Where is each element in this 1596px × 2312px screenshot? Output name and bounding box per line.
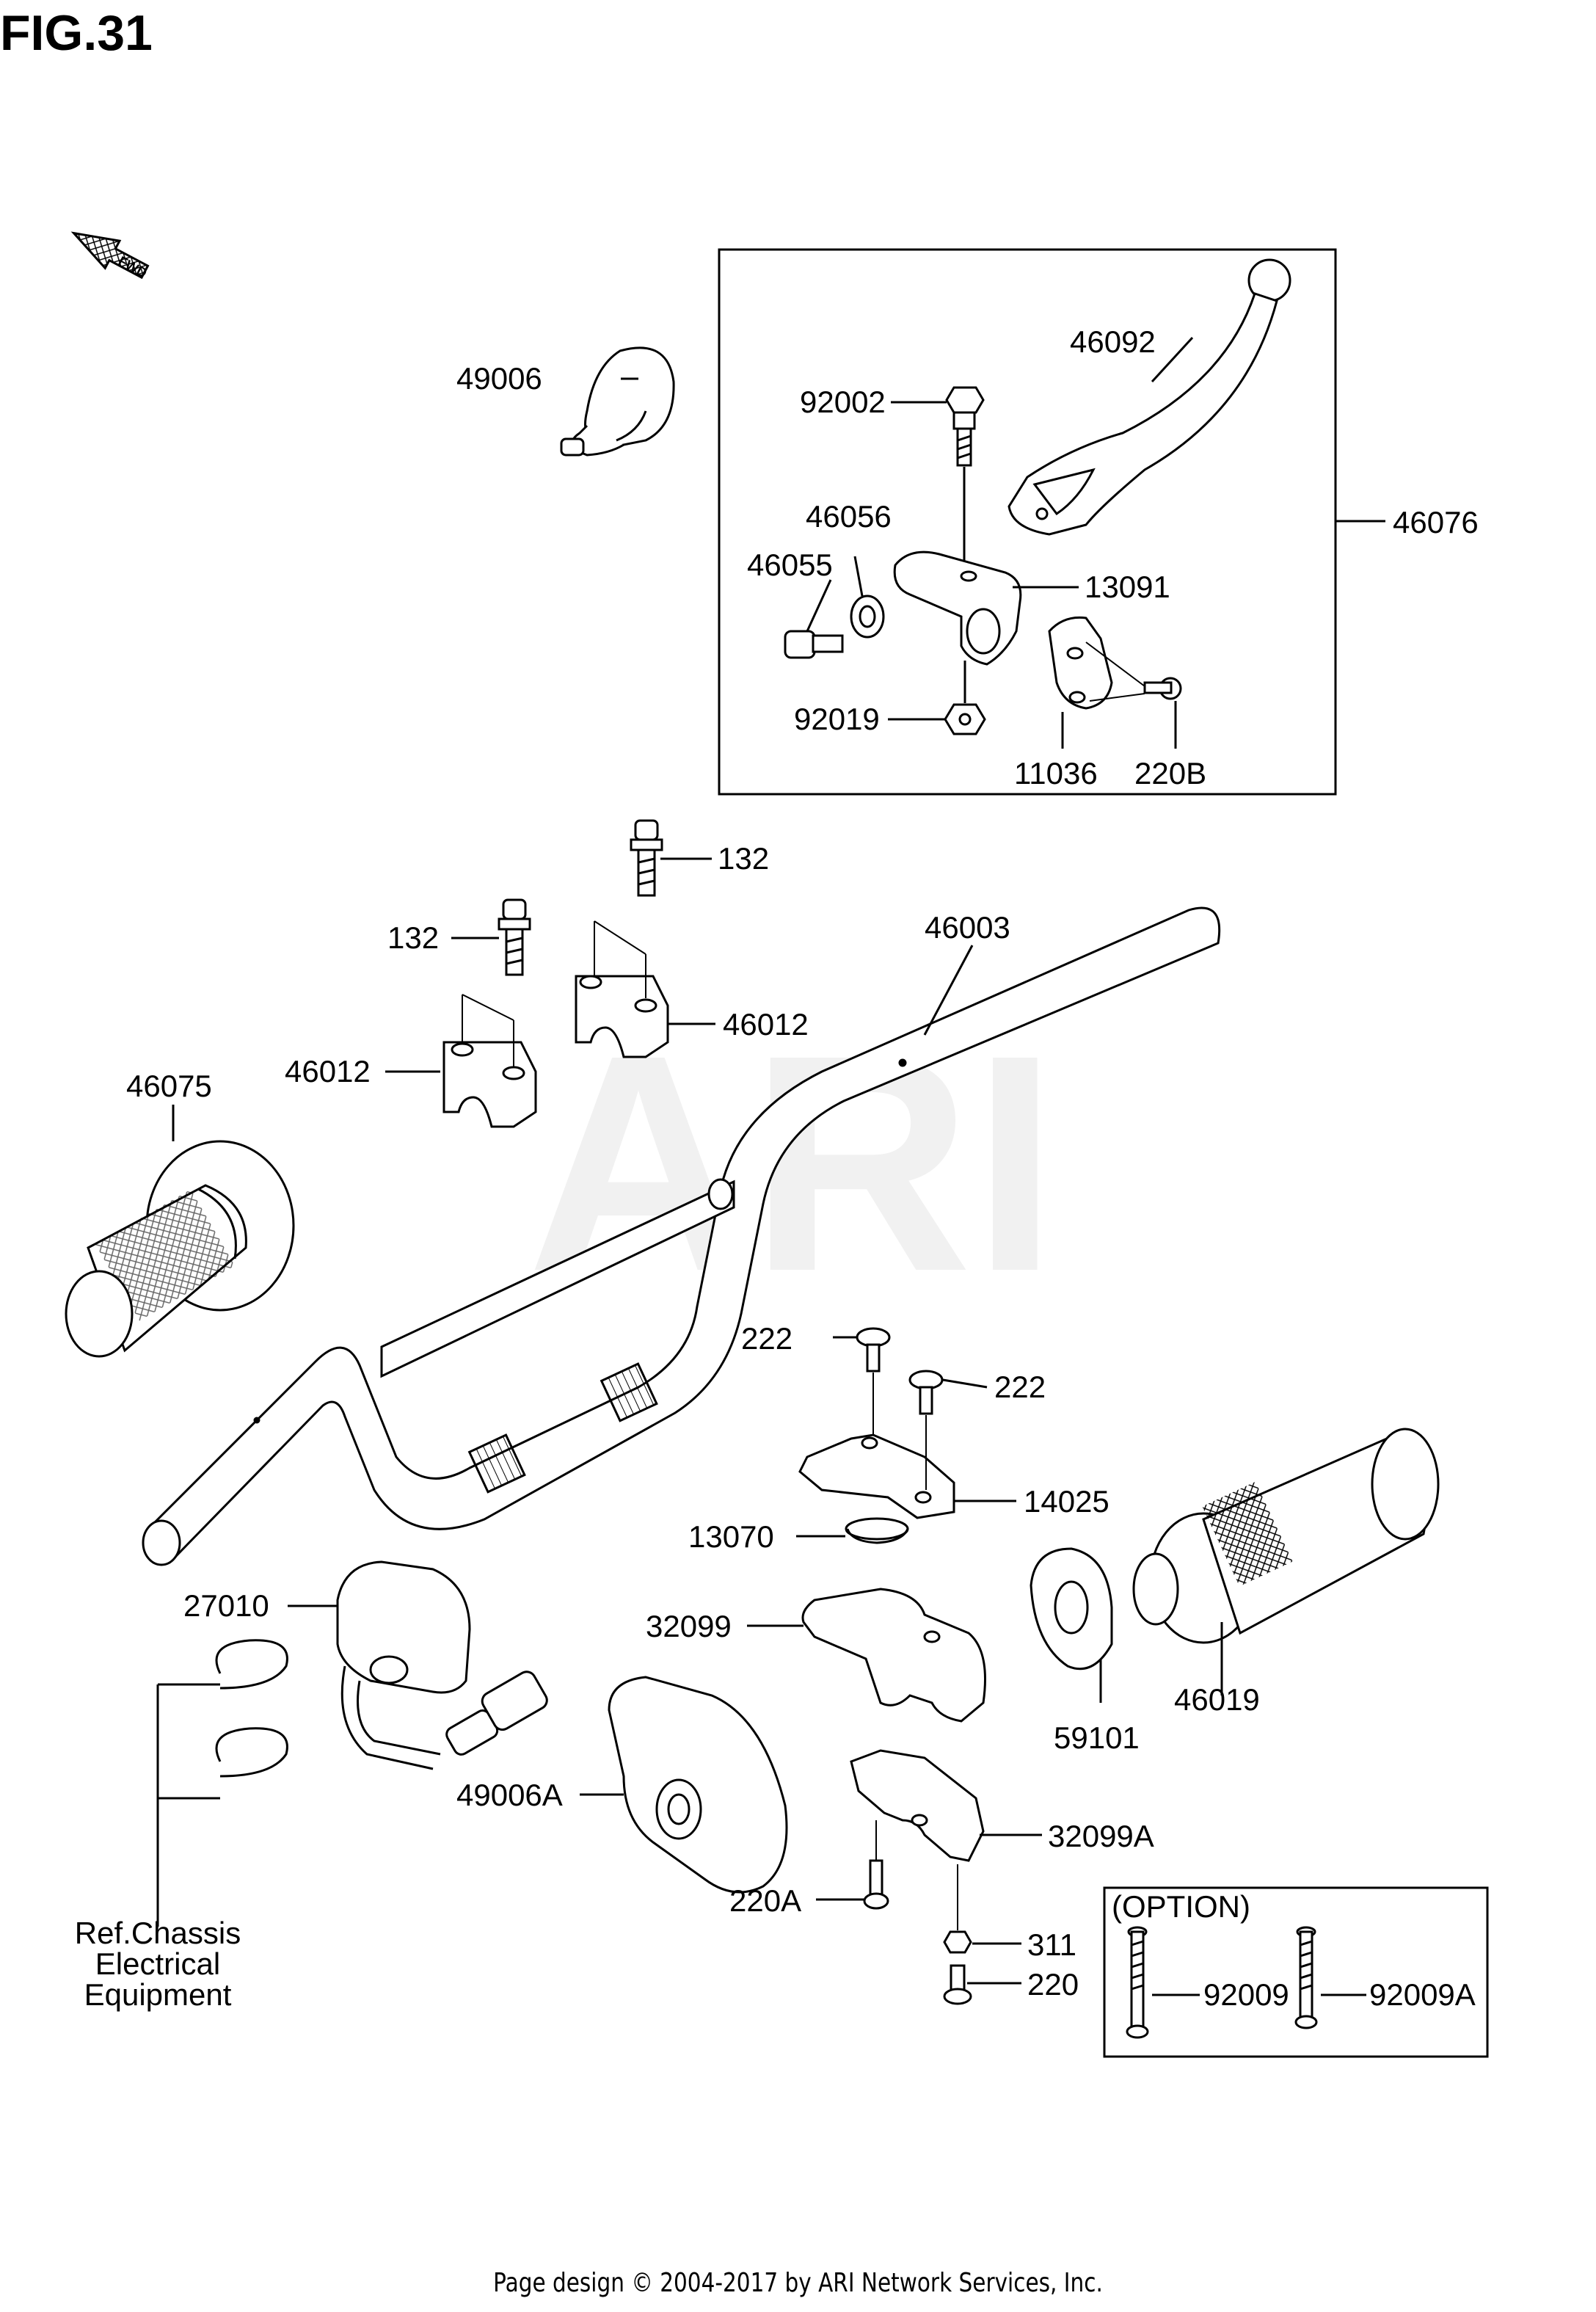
leader-lines-box — [621, 336, 1385, 749]
page-footer: Page design © 2004-2017 by ARI Network S… — [493, 2268, 1103, 2298]
callout-92009A: 92009A — [1369, 1977, 1476, 2012]
option-box — [1103, 1886, 1489, 2058]
reference-bracket — [156, 1683, 220, 1927]
part-92009-bolt — [1126, 1926, 1149, 2039]
callout-27010: 27010 — [183, 1588, 269, 1623]
part-11036-clamp — [1048, 616, 1113, 710]
part-49006A-cover — [608, 1676, 788, 1894]
callout-132-upper: 132 — [718, 841, 769, 876]
leader-lines-clamps — [385, 857, 715, 1073]
part-92019-nut — [944, 703, 986, 735]
part-59101-pulley — [1030, 1547, 1113, 1671]
callout-46003: 46003 — [925, 910, 1010, 945]
callout-32099A: 32099A — [1048, 1819, 1154, 1853]
part-27010-switch — [336, 1560, 548, 1770]
part-46055-adjuster — [784, 630, 844, 659]
reference-note-line2: Electrical — [95, 1946, 220, 1981]
part-32099A-clamp — [850, 1749, 985, 1862]
part-92009A-bolt — [1294, 1926, 1318, 2029]
part-13070-clip — [845, 1517, 909, 1544]
callout-132-lower: 132 — [387, 920, 439, 955]
fwd-arrow-icon: FWD — [70, 231, 150, 280]
part-220B-screw — [1143, 677, 1182, 700]
part-13091-holder — [893, 550, 1022, 666]
figure-title: FIG.31 — [0, 5, 153, 61]
callout-92019: 92019 — [794, 702, 880, 736]
callout-222-a: 222 — [741, 1321, 792, 1356]
callout-220: 220 — [1027, 1967, 1079, 2002]
screw-guides — [872, 1373, 927, 1490]
callout-59101: 59101 — [1054, 1720, 1140, 1755]
callout-46075: 46075 — [126, 1069, 212, 1103]
part-14025-housing — [798, 1433, 955, 1519]
callout-46056: 46056 — [806, 499, 892, 534]
part-222-screw-b — [908, 1370, 944, 1415]
reference-note-line1: Ref.Chassis — [75, 1916, 241, 1950]
cable-tie-icon — [215, 1639, 288, 1778]
callouts: 49006 46092 92002 46076 46056 46055 1309… — [75, 324, 1479, 2012]
callout-46019: 46019 — [1174, 1682, 1260, 1717]
reference-note-line3: Equipment — [84, 1977, 232, 2012]
callout-311: 311 — [1027, 1927, 1076, 1962]
part-46092-lever — [1007, 258, 1291, 536]
part-92002-bolt — [945, 386, 985, 467]
callout-46092: 46092 — [1070, 324, 1156, 359]
part-46019-throttle-grip — [1132, 1428, 1440, 1644]
callout-46012-lower: 46012 — [285, 1054, 371, 1088]
callout-32099: 32099 — [646, 1609, 732, 1643]
part-46003-handlebar — [142, 906, 1221, 1566]
part-46012-clamp-lower — [442, 1041, 537, 1128]
callout-222-b: 222 — [994, 1370, 1046, 1404]
callout-49006: 49006 — [456, 361, 542, 396]
part-46075-grip-left — [65, 1140, 295, 1358]
callout-92002: 92002 — [800, 385, 886, 419]
callout-13091: 13091 — [1085, 570, 1170, 604]
part-32099-housing — [801, 1588, 986, 1723]
callout-14025: 14025 — [1024, 1484, 1109, 1519]
leader-lines-lower — [288, 1336, 1223, 1985]
part-49006-cap — [560, 346, 675, 457]
part-132-bolt-lower — [498, 898, 531, 976]
callout-49006A: 49006A — [456, 1778, 563, 1812]
part-220-screw — [943, 1964, 972, 2005]
callout-46012-upper: 46012 — [723, 1007, 809, 1042]
part-46056-ring — [850, 595, 885, 639]
callout-46055: 46055 — [747, 548, 833, 582]
callout-220A: 220A — [729, 1883, 801, 1918]
callout-46076: 46076 — [1393, 505, 1479, 539]
part-311-nut — [943, 1930, 972, 1954]
callout-11036: 11036 — [1014, 756, 1098, 790]
callout-92009: 92009 — [1203, 1977, 1289, 2012]
part-220A-screw — [863, 1859, 889, 1910]
callout-13070: 13070 — [688, 1519, 774, 1554]
callout-option: (OPTION) — [1112, 1889, 1250, 1924]
callout-220B: 220B — [1134, 756, 1206, 790]
part-132-bolt-upper — [630, 819, 663, 897]
part-222-screw-a — [856, 1327, 891, 1373]
part-46012-clamp-upper — [575, 975, 669, 1058]
clamp-guide-lines — [462, 920, 646, 1068]
